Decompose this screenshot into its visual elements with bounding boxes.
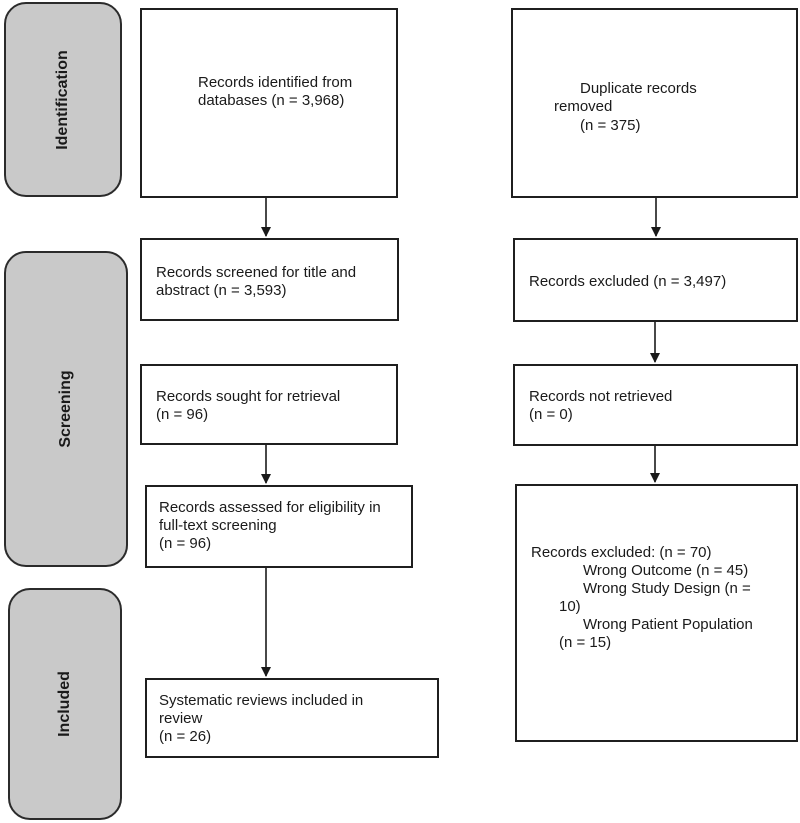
records-screened-box: Records screened for title and abstract …: [140, 238, 399, 321]
records-excluded-screening-box: Records excluded (n = 3,497): [513, 238, 798, 322]
box-line: full-text screening: [159, 517, 277, 534]
box-line: (n = 375): [580, 117, 641, 134]
box-line: Records sought for retrieval: [156, 388, 341, 405]
box-line: (n = 15): [559, 634, 612, 651]
box-line: (n = 96): [156, 406, 209, 423]
box-line: review: [159, 710, 203, 727]
records-assessed-box: Records assessed for eligibility in full…: [145, 485, 413, 568]
reviews-included-box: Systematic reviews included in review (n…: [145, 678, 439, 758]
records-sought-box: Records sought for retrieval (n = 96): [140, 364, 398, 445]
records-identified-box: Records identified from databases (n = 3…: [140, 8, 398, 198]
box-line: Records excluded (n = 3,497): [529, 273, 727, 290]
phase-screening: Screening: [4, 251, 128, 567]
box-line: 10): [559, 598, 581, 615]
box-line: (n = 26): [159, 728, 212, 745]
box-line: Records screened for title and: [156, 264, 357, 281]
box-line: (n = 96): [159, 535, 212, 552]
phase-included-label: Included: [56, 671, 73, 737]
box-line: Wrong Study Design (n =: [583, 580, 751, 597]
box-line: Records excluded: (n = 70): [531, 544, 712, 561]
box-line: Records not retrieved: [529, 388, 673, 405]
box-line: Wrong Outcome (n = 45): [583, 562, 749, 579]
records-excluded-fulltext-box: Records excluded: (n = 70) Wrong Outcome…: [515, 484, 798, 742]
duplicates-removed-box: Duplicate records removed (n = 375): [511, 8, 798, 198]
box-line: databases (n = 3,968): [198, 92, 345, 109]
phase-identification-label: Identification: [54, 49, 71, 150]
box-line: removed: [554, 98, 613, 115]
box-line: Duplicate records: [580, 80, 697, 97]
box-line: Records assessed for eligibility in: [159, 499, 381, 516]
box-line: abstract (n = 3,593): [156, 282, 287, 299]
box-line: Records identified from: [198, 74, 353, 91]
phase-screening-label: Screening: [57, 370, 74, 448]
box-line: Systematic reviews included in: [159, 692, 364, 709]
box-line: (n = 0): [529, 406, 573, 423]
records-not-retrieved-box: Records not retrieved (n = 0): [513, 364, 798, 446]
box-line: Wrong Patient Population: [583, 616, 753, 633]
phase-included: Included: [8, 588, 122, 820]
phase-identification: Identification: [4, 2, 122, 197]
